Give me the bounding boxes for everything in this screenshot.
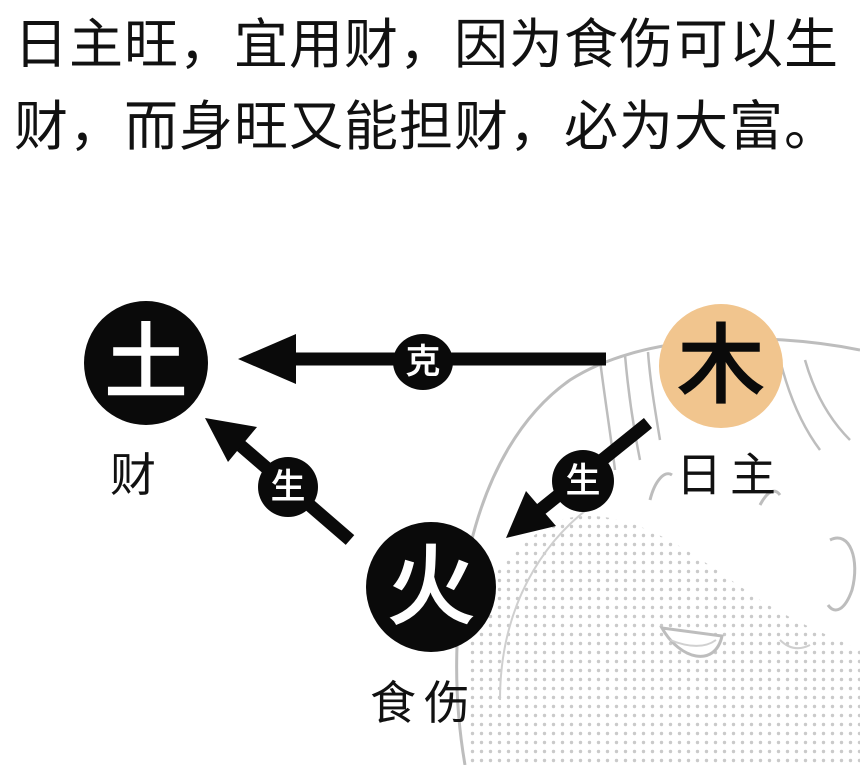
caption-wood: 日主	[676, 448, 784, 502]
node-fire: 火	[366, 522, 496, 652]
hair-strands	[598, 351, 851, 471]
headline-line-2: 财，而身旺又能担财，必为大富。	[14, 95, 839, 158]
node-wood: 木	[678, 315, 764, 416]
caption-fire: 食伤	[370, 676, 478, 730]
eye-left	[648, 472, 673, 501]
node-earth: 土	[84, 301, 208, 425]
caption-earth: 财	[110, 448, 164, 502]
edge-label-fire-generates-earth: 生	[258, 457, 318, 517]
headline-line-1: 日主旺，宜用财，因为食伤可以生	[14, 13, 839, 76]
eye-right	[758, 489, 782, 506]
halftone-shading	[465, 516, 860, 765]
edge-label-wood-generates-fire: 生	[552, 450, 614, 512]
mouth	[659, 626, 724, 658]
edge-label-control: 克	[393, 334, 453, 390]
ear	[826, 536, 857, 612]
